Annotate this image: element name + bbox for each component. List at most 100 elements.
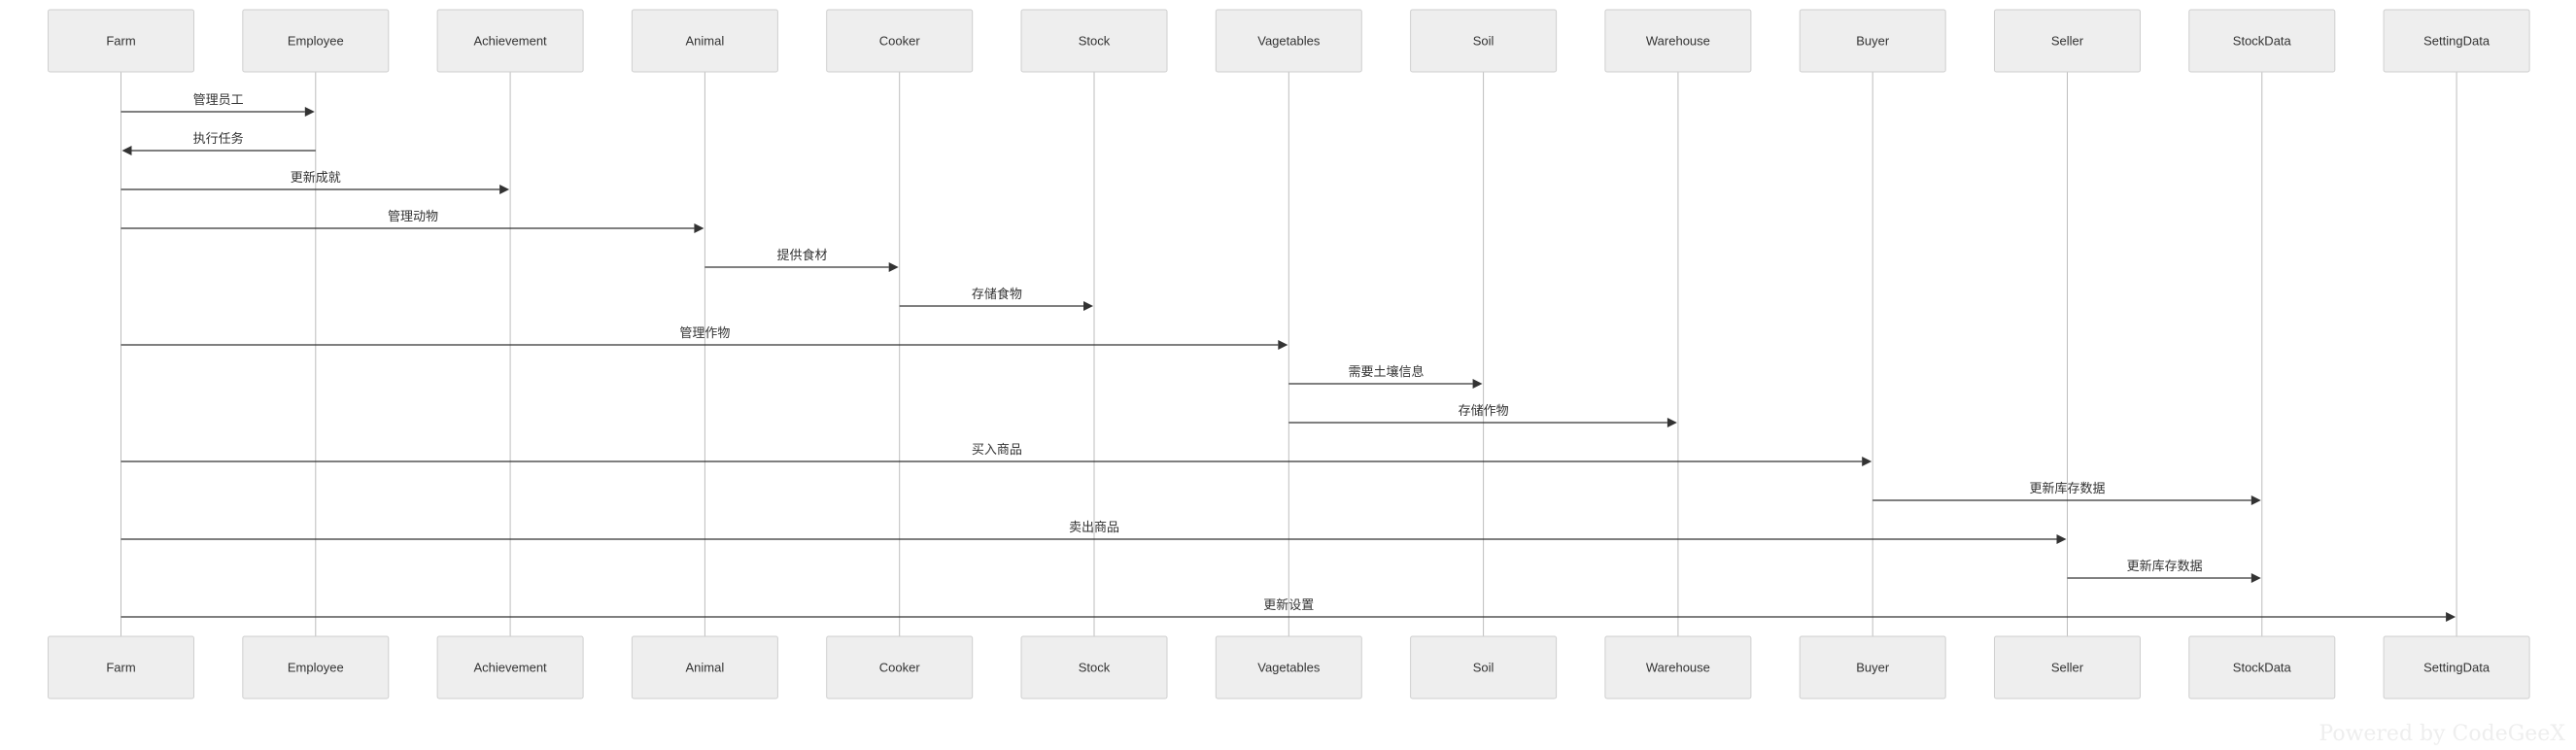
participant-label: StockData [2233,34,2292,49]
participant-box [826,635,974,699]
participant-box [1020,635,1168,699]
participant-box [1410,9,1558,73]
message-label: 更新库存数据 [2029,481,2105,496]
participant-label: Buyer [1856,661,1890,675]
participant-farm-top: Farm [48,9,194,73]
participant-box [1020,9,1168,73]
participant-seller-bottom: Seller [1994,635,2141,699]
participant-box [1604,9,1752,73]
participant-label: StockData [2233,661,2292,675]
message-14: 更新设置 [120,597,2456,622]
participant-animal-top: Animal [631,9,778,73]
participant-box [48,9,194,73]
message-arrow-head [1472,379,1483,389]
message-label: 更新成就 [291,170,341,186]
message-10: 买入商品 [120,443,1872,466]
participant-soil-bottom: Soil [1410,635,1558,699]
message-arrow-head [304,107,315,117]
message-11: 更新库存数据 [1872,481,2261,505]
participant-warehouse-bottom: Warehouse [1604,635,1752,699]
message-label: 管理作物 [679,326,730,341]
participant-label: Employee [288,661,344,675]
message-13: 更新库存数据 [2067,559,2261,583]
participant-label: Soil [1473,34,1494,49]
message-8: 需要土壤信息 [1288,364,1483,389]
participant-label: Seller [2051,34,2084,49]
participant-box [436,9,584,73]
participant-box [2188,635,2336,699]
message-6: 存储食物 [899,287,1093,311]
participant-box [1215,635,1362,699]
watermark-text: Powered by CodeGeeX [2318,722,2565,746]
participant-box [242,635,390,699]
participant-label: Achievement [474,34,548,49]
participant-warehouse-top: Warehouse [1604,9,1752,73]
message-9: 存储作物 [1288,404,1677,427]
message-label: 需要土壤信息 [1348,364,1424,380]
lifelines [120,72,2457,636]
participant-achievement-bottom: Achievement [436,635,584,699]
message-arrow-head [1278,340,1288,350]
participant-label: Warehouse [1646,661,1710,675]
message-label: 管理员工 [193,93,244,108]
message-arrow-head [1666,418,1677,427]
message-12: 卖出商品 [120,521,2067,544]
participant-box [242,9,390,73]
participant-settingdata-top: SettingData [2383,9,2530,73]
participant-settingdata-bottom: SettingData [2383,635,2530,699]
participant-cooker-top: Cooker [826,9,974,73]
message-arrow-head [2250,573,2261,583]
message-arrow-head [499,185,510,194]
participant-stockdata-top: StockData [2188,9,2336,73]
participant-box [1994,9,2141,73]
participant-label: Buyer [1856,34,1890,49]
participant-box [631,635,778,699]
participant-box [631,9,778,73]
participants-bottom: Farm Employee Achievement Animal Cooker Stock… [48,635,2530,699]
participant-label: Vagetables [1257,34,1321,49]
message-arrow-head [888,262,899,272]
participant-cooker-bottom: Cooker [826,635,974,699]
participant-label: Animal [686,661,725,675]
participant-animal-bottom: Animal [631,635,778,699]
participant-stock-bottom: Stock [1020,635,1168,699]
message-4: 管理动物 [120,210,704,233]
participant-box [1215,9,1362,73]
participant-box [1799,9,1946,73]
message-label: 买入商品 [972,443,1022,458]
participant-label: SettingData [2423,661,2490,675]
participant-box [1994,635,2141,699]
message-arrow-head [2250,495,2261,505]
participant-buyer-bottom: Buyer [1799,635,1946,699]
participant-label: Cooker [879,34,921,49]
participant-label: Animal [686,34,725,49]
participant-box [48,635,194,699]
message-arrow-head [121,146,132,155]
participant-stockdata-bottom: StockData [2188,635,2336,699]
message-7: 管理作物 [120,326,1288,350]
participant-box [1410,635,1558,699]
participant-label: Farm [106,661,135,675]
message-1: 管理员工 [120,93,315,117]
message-2: 执行任务 [121,131,316,155]
participant-seller-top: Seller [1994,9,2141,73]
message-label: 卖出商品 [1069,521,1119,535]
participant-box [826,9,974,73]
participant-achievement-top: Achievement [436,9,584,73]
message-3: 更新成就 [120,170,510,194]
participant-soil-top: Soil [1410,9,1558,73]
message-5: 提供食材 [704,248,899,272]
message-label: 执行任务 [193,131,244,147]
message-arrow-head [2056,534,2067,544]
participant-stock-top: Stock [1020,9,1168,73]
participant-label: Soil [1473,661,1494,675]
participant-box [1799,635,1946,699]
participant-label: Seller [2051,661,2084,675]
participant-label: SettingData [2423,34,2490,49]
message-label: 存储食物 [972,287,1022,302]
participant-buyer-top: Buyer [1799,9,1946,73]
participant-label: Stock [1079,34,1111,49]
message-label: 管理动物 [388,210,438,224]
participant-label: Vagetables [1257,661,1321,675]
